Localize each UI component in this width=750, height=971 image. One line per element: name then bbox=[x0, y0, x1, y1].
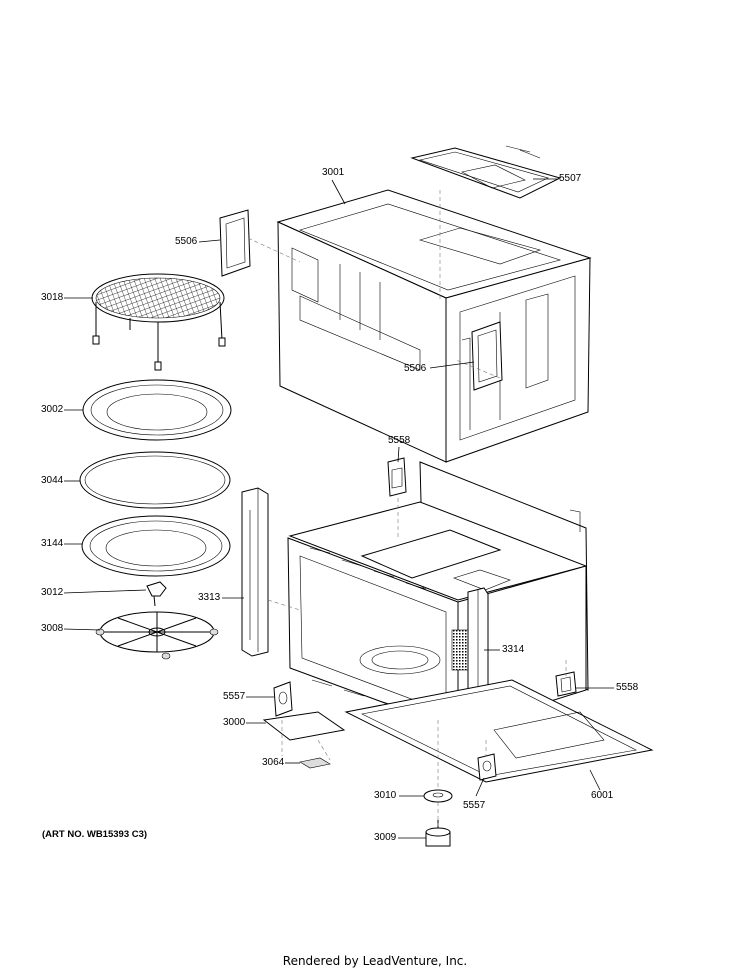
mount-5558-top-part bbox=[387, 457, 407, 497]
callout-5506-left: 5506 bbox=[175, 236, 198, 247]
callout-6001: 6001 bbox=[591, 790, 614, 801]
callout-5506-right: 5506 bbox=[404, 363, 427, 374]
callout-3002: 3002 bbox=[41, 404, 64, 415]
art-number: (ART NO. WB15393 C3) bbox=[42, 829, 148, 840]
callout-3313: 3313 bbox=[198, 592, 221, 603]
callout-5558-top: 5558 bbox=[388, 435, 411, 446]
turntable-motor-part bbox=[425, 820, 451, 847]
glass-tray-part bbox=[82, 379, 232, 441]
roller-ring-part bbox=[79, 451, 231, 509]
gasket-5506-right-part bbox=[471, 321, 503, 391]
top-vent-cover-part bbox=[410, 145, 562, 199]
mount-5558-right-part bbox=[555, 671, 577, 697]
callout-3012: 3012 bbox=[41, 587, 64, 598]
turntable-support-part bbox=[423, 789, 453, 803]
callout-3044: 3044 bbox=[41, 475, 64, 486]
callout-3064: 3064 bbox=[262, 757, 285, 768]
callout-3018: 3018 bbox=[41, 292, 64, 303]
callout-5557-left: 5557 bbox=[223, 691, 246, 702]
coupler-part bbox=[146, 581, 167, 607]
assembly-guide-lines bbox=[247, 190, 567, 826]
callout-3001: 3001 bbox=[322, 167, 345, 178]
bracket-5557-bottom-part bbox=[477, 753, 497, 781]
side-bracket-3313-part bbox=[241, 487, 269, 657]
callout-5558-right: 5558 bbox=[616, 682, 639, 693]
turntable-tray-part bbox=[81, 515, 231, 577]
callout-3008: 3008 bbox=[41, 623, 64, 634]
gasket-5506-left-part bbox=[219, 209, 251, 277]
callout-3144: 3144 bbox=[41, 538, 64, 549]
roller-support-part bbox=[95, 611, 219, 660]
callout-5507: 5507 bbox=[559, 173, 582, 184]
callout-3009: 3009 bbox=[374, 832, 397, 843]
callout-5557-bottom: 5557 bbox=[463, 800, 486, 811]
footer-credit: Rendered by LeadVenture, Inc. bbox=[282, 954, 468, 968]
callout-leader-lines bbox=[63, 178, 614, 839]
outer-case-part bbox=[276, 189, 592, 463]
callout-3000: 3000 bbox=[223, 717, 246, 728]
callout-3010: 3010 bbox=[374, 790, 397, 801]
base-plate-part bbox=[344, 679, 654, 783]
plate-3000-part bbox=[262, 711, 346, 741]
bracket-5557-left-part bbox=[273, 681, 293, 717]
callout-3314: 3314 bbox=[502, 644, 525, 655]
cooking-rack-part bbox=[91, 273, 226, 371]
inner-cavity-part bbox=[287, 461, 589, 731]
pad-3064-part bbox=[299, 757, 331, 769]
